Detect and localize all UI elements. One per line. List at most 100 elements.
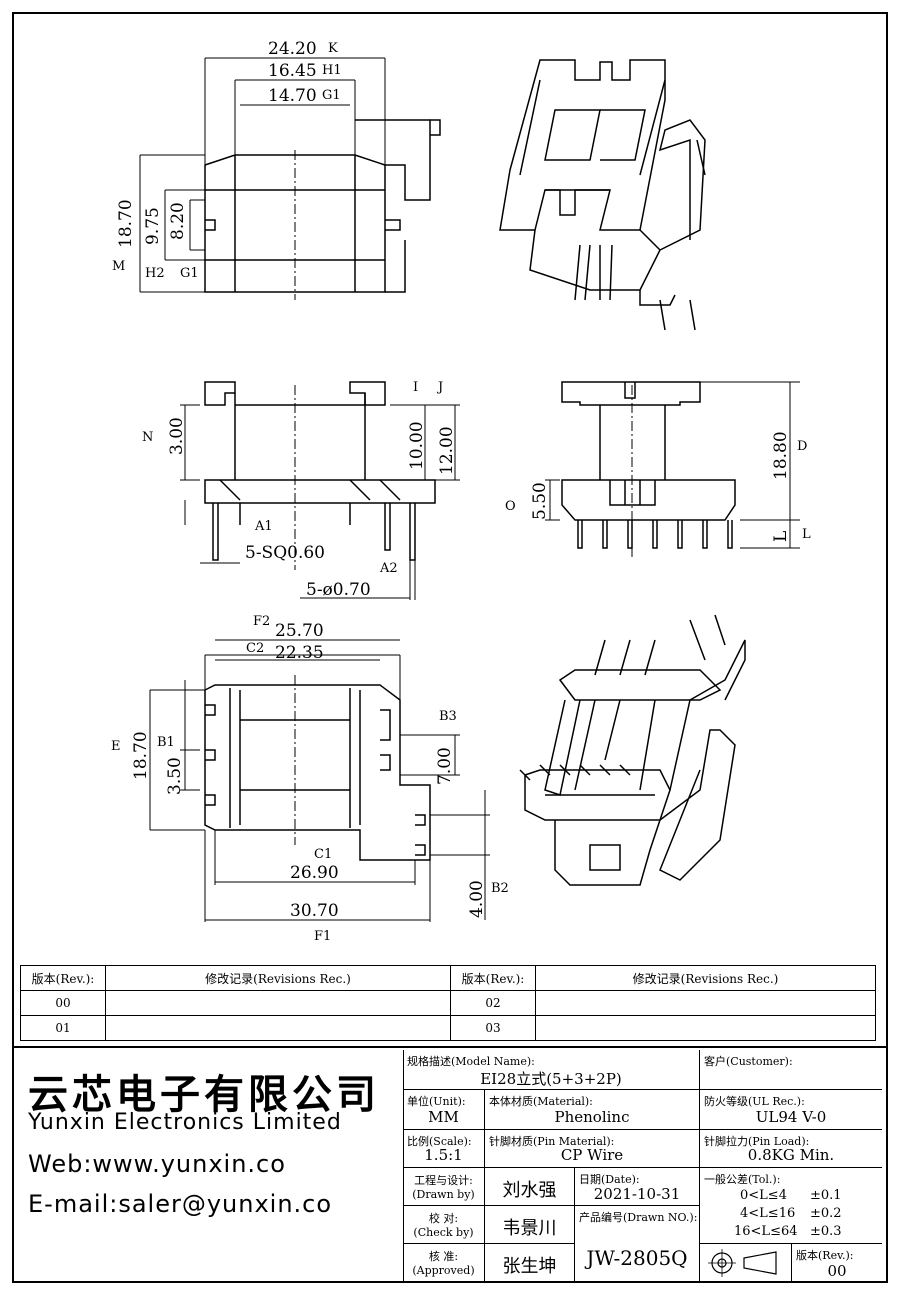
pin-material-label: 针脚材质(Pin Material): [489,1135,615,1148]
top-view [139,57,441,300]
drawn-label: 工程与设计: [414,1174,473,1187]
revision-label: 版本(Rev.): [796,1249,854,1262]
iso-view-2 [519,614,746,886]
tag-g1b: G1 [180,266,199,281]
tag-j: J [436,380,443,395]
rev-cell: 00 [20,990,106,1016]
dim-b3: 7.00 [435,747,455,785]
scale-value: 1.5:1 [424,1146,463,1164]
tag-a2: A2 [379,561,398,576]
approved-value: 张生坤 [502,1256,557,1277]
date-value: 2021-10-31 [593,1185,681,1203]
revision-table: 版本(Rev.): 修改记录(Revisions Rec.) 版本(Rev.):… [20,965,876,1041]
company-block: 云芯电子有限公司 Yunxin Electronics Limited Web:… [20,1050,404,1283]
tag-h2: H2 [145,266,165,281]
tolerance-label: 一般公差(Tol.): [704,1173,781,1186]
dim-h2: 9.75 [143,207,163,245]
check-label: 校 对: [428,1212,459,1225]
tag-b1: B1 [157,735,175,750]
drawn-value: 刘水强 [502,1180,557,1201]
company-web: Web:www.yunxin.co [28,1150,286,1178]
ul-value: UL94 V-0 [755,1108,827,1126]
rev-cell: 03 [450,1015,536,1041]
title-block: 云芯电子有限公司 Yunxin Electronics Limited Web:… [20,1050,882,1283]
company-name-en: Yunxin Electronics Limited [28,1110,342,1135]
tolerance-range-1: 0<L≤4 [740,1188,787,1203]
tolerance-range-3: 16<L≤64 [734,1224,798,1239]
approved-label-en: (Approved) [412,1264,475,1277]
date-label: 日期(Date): [579,1173,640,1186]
bottom-view [149,639,490,922]
dim-j: 12.00 [437,426,457,475]
material-value: Phenolinc [554,1108,630,1126]
tag-e: E [111,739,121,754]
pin-load-label: 针脚拉力(Pin Load): [704,1135,810,1148]
drawing-number-value: JW-2805Q [586,1246,688,1270]
company-email: E-mail:saler@yunxin.co [28,1190,333,1218]
projection-symbol-icon [708,1249,777,1277]
check-label-en: (Check by) [413,1226,474,1239]
drawing-number-label: 产品编号(Drawn NO.): [579,1211,698,1224]
tag-d: D [797,439,807,454]
pin-material-value: CP Wire [560,1146,624,1164]
pin-load-value: 0.8KG Min. [747,1146,835,1164]
dim-g1v: 8.20 [168,202,188,240]
rev-cell: 02 [450,990,536,1016]
dim-o: 5.50 [530,482,550,520]
unit-value: MM [428,1108,459,1126]
dim-n: 3.00 [167,417,187,455]
dim-a1: 5-SQ0.60 [245,543,325,563]
dim-c1: 26.90 [290,863,339,883]
tag-g1: G1 [322,88,341,103]
dim-h1: 16.45 [268,61,317,81]
scale-label: 比例(Scale): [407,1135,472,1148]
dim-i: 10.00 [407,421,427,470]
rec-header: 修改记录(Revisions Rec.) [535,965,876,991]
tag-k: K [328,41,338,56]
tag-h1: H1 [322,63,342,78]
tag-a1: A1 [254,519,273,534]
dim-l: L [771,531,791,542]
dim-c2: 22.35 [275,643,324,663]
ul-label: 防火等级(UL Rec.): [704,1095,805,1108]
tag-m: M [112,259,125,274]
tag-f1: F1 [314,929,331,944]
tag-l: L [802,527,811,542]
dim-b2: 4.00 [467,880,487,918]
right-view [545,381,800,560]
dim-m: 18.70 [116,199,136,248]
customer-label: 客户(Customer): [704,1055,793,1068]
drawn-label-en: (Drawn by) [412,1188,475,1201]
dim-a2: 5-ø0.70 [306,580,371,600]
model-value: EI28立式(5+3+2P) [480,1070,622,1088]
tag-n: N [142,430,153,445]
dim-f2: 25.70 [275,621,324,641]
rev-cell: 01 [20,1015,106,1041]
dim-g1: 14.70 [268,86,317,106]
side-view [180,381,460,600]
tag-b3: B3 [439,709,457,724]
drawing-frame [12,12,888,1283]
tolerance-value-1: ±0.1 [810,1188,842,1203]
tag-c1: C1 [314,847,332,862]
rec-header: 修改记录(Revisions Rec.) [105,965,451,991]
dim-b1: 3.50 [165,757,185,795]
rev-header: 版本(Rev.): [450,965,536,991]
unit-label: 单位(Unit): [407,1095,466,1108]
dim-k: 24.20 [268,39,317,59]
dim-f1: 30.70 [290,901,339,921]
tag-c2: C2 [246,641,264,656]
model-label: 规格描述(Model Name): [407,1055,535,1068]
dim-e: 18.70 [131,731,151,780]
technical-drawing: 24.20 16.45 14.70 18.70 9.75 8.20 K H1 G… [111,39,811,944]
tag-b2: B2 [491,881,509,896]
company-name-cn: 云芯电子有限公司 [28,1072,380,1118]
tag-f2: F2 [253,614,270,629]
tag-o: O [505,499,516,514]
approved-label: 核 准: [428,1250,459,1263]
material-label: 本体材质(Material): [489,1095,593,1108]
tolerance-range-2: 4<L≤16 [740,1206,796,1221]
revision-value: 00 [827,1262,847,1280]
tolerance-value-3: ±0.3 [810,1224,842,1239]
tag-i: I [413,380,418,395]
